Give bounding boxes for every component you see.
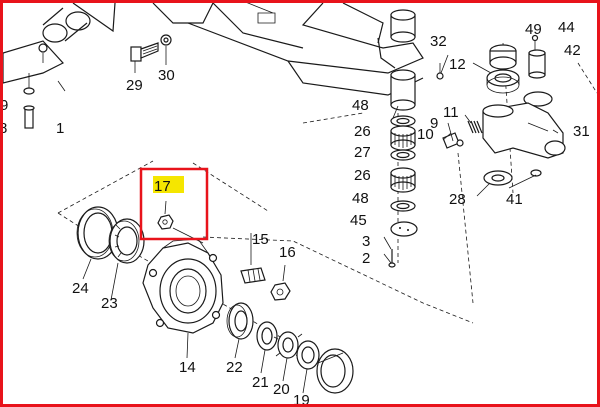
leader-lines — [82, 54, 559, 394]
callout-27[interactable]: 27 — [354, 144, 371, 161]
callout-26-bottom[interactable]: 26 — [354, 167, 371, 184]
callout-11[interactable]: 11 — [443, 104, 459, 121]
wheel-hub-14 — [142, 238, 224, 334]
callout-8-left[interactable]: 8 — [3, 120, 7, 137]
thrust-washer-48-top — [390, 115, 416, 127]
cover-plate-45 — [390, 221, 418, 237]
steering-knuckle-31 — [482, 91, 566, 159]
callout-42[interactable]: 42 — [564, 42, 581, 59]
bearing-23 — [108, 218, 145, 264]
callout-24[interactable]: 24 — [72, 280, 89, 297]
hub-cap — [316, 348, 354, 394]
nut-19 — [296, 340, 320, 370]
callout-9[interactable]: 9 — [430, 115, 438, 132]
callout-22[interactable]: 22 — [226, 359, 243, 376]
callout-20[interactable]: 20 — [273, 381, 290, 398]
callout-19[interactable]: 19 — [293, 392, 310, 404]
callout-41[interactable]: 41 — [506, 191, 523, 208]
axle-frame — [3, 3, 424, 96]
callout-3[interactable]: 3 — [362, 233, 370, 250]
screw-3-2 — [388, 249, 396, 268]
callout-28[interactable]: 28 — [449, 191, 466, 208]
callout-9-left[interactable]: 9 — [3, 97, 8, 114]
pin-32 — [436, 63, 444, 80]
callout-48-bottom[interactable]: 48 — [352, 190, 369, 207]
wheel-stud-15 — [240, 233, 266, 284]
callout-26-top[interactable]: 26 — [354, 123, 371, 140]
assembly-outline-dashed — [57, 62, 597, 324]
kingpin-bushing-upper — [377, 9, 416, 69]
callout-30[interactable]: 30 — [158, 67, 175, 84]
seal-49 — [489, 44, 517, 70]
thrust-washer-48-bottom — [390, 200, 416, 212]
callout-21[interactable]: 21 — [252, 374, 269, 391]
callout-44[interactable]: 44 — [558, 19, 575, 36]
callout-49[interactable]: 49 — [525, 21, 542, 38]
callout-31[interactable]: 31 — [573, 123, 590, 140]
callout-14[interactable]: 14 — [179, 359, 196, 376]
callout-48-top[interactable]: 48 — [352, 97, 369, 114]
callout-17[interactable]: 17 — [154, 178, 171, 195]
grease-fitting-44 — [531, 34, 539, 51]
bolt-29 — [130, 42, 159, 73]
washer-21 — [256, 321, 278, 351]
nut-17 — [157, 200, 204, 244]
wheel-nut-16 — [270, 264, 291, 301]
callout-1[interactable]: 1 — [56, 120, 64, 137]
lock-washer-20 — [273, 331, 303, 359]
oil-seal-24 — [76, 206, 119, 260]
bearing-12 — [486, 69, 520, 94]
bushing-42 — [528, 49, 546, 79]
washer-28-41 — [483, 169, 542, 186]
callout-15[interactable]: 15 — [252, 231, 269, 248]
selection-box — [139, 167, 209, 241]
bearing-22 — [226, 302, 254, 340]
left-bolt — [23, 43, 66, 129]
highlight-17 — [153, 176, 184, 193]
callout-32[interactable]: 32 — [430, 33, 447, 50]
exploded-parts-diagram: 17 44 49 42 32 12 30 29 48 26 27 26 48 4… — [3, 3, 597, 404]
washer-30 — [160, 34, 172, 65]
callout-29[interactable]: 29 — [126, 77, 143, 94]
spring-11 — [467, 120, 483, 134]
spacer-27 — [390, 149, 416, 161]
kingpin-bushing-lower — [390, 69, 416, 111]
callout-16[interactable]: 16 — [279, 244, 296, 261]
needle-bearing-26-bottom — [390, 167, 416, 193]
needle-bearing-26-top — [390, 125, 416, 151]
callout-45[interactable]: 45 — [350, 212, 367, 229]
callout-23[interactable]: 23 — [101, 295, 118, 312]
callout-12[interactable]: 12 — [449, 56, 466, 73]
callout-2[interactable]: 2 — [362, 250, 370, 267]
callout-10[interactable]: 10 — [417, 126, 434, 143]
ball-9 — [456, 139, 464, 147]
